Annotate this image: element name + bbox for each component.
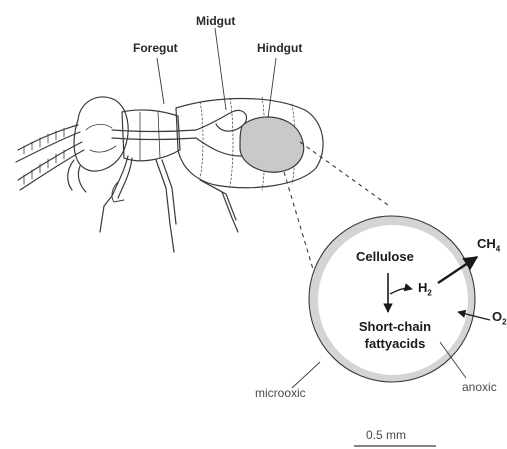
o2-label: O2 bbox=[492, 309, 507, 327]
antenna-upper bbox=[16, 125, 80, 162]
anoxic-label: anoxic bbox=[462, 380, 497, 394]
microoxic-label: microoxic bbox=[255, 386, 306, 400]
leg-front bbox=[100, 156, 132, 232]
hindgut-pointer bbox=[268, 58, 276, 118]
scfa-label: Short-chain fattyacids bbox=[340, 318, 450, 352]
o2-sub: 2 bbox=[502, 318, 506, 327]
h2-label: H2 bbox=[418, 280, 432, 298]
scfa-line-1: Short-chain bbox=[340, 318, 450, 335]
head bbox=[74, 97, 128, 171]
hindgut-label: Hindgut bbox=[257, 41, 302, 55]
hindgut-paunch bbox=[240, 117, 304, 172]
microoxic-pointer bbox=[292, 362, 320, 388]
zoom-line-lower bbox=[284, 172, 318, 286]
scfa-line-2: fattyacids bbox=[340, 335, 450, 352]
foregut-label: Foregut bbox=[133, 41, 178, 55]
h2-base: H bbox=[418, 280, 427, 295]
o2-base: O bbox=[492, 309, 502, 324]
thorax-detail bbox=[140, 112, 160, 160]
ch4-sub: 4 bbox=[496, 245, 500, 254]
inset-core bbox=[318, 225, 468, 375]
midgut-loop bbox=[196, 110, 247, 131]
h2-sub: 2 bbox=[427, 289, 431, 298]
foregut-tube bbox=[112, 130, 196, 140]
thorax bbox=[122, 110, 180, 161]
mandibles bbox=[68, 160, 86, 192]
ch4-label: CH4 bbox=[477, 236, 500, 254]
scale-label: 0.5 mm bbox=[366, 428, 406, 442]
foregut-pointer bbox=[157, 58, 164, 104]
midgut-label: Midgut bbox=[196, 14, 235, 28]
leg-middle bbox=[156, 160, 176, 252]
ch4-base: CH bbox=[477, 236, 496, 251]
zoom-line-upper bbox=[300, 142, 388, 205]
midgut-pointer bbox=[215, 28, 226, 110]
cellulose-label: Cellulose bbox=[356, 249, 414, 264]
